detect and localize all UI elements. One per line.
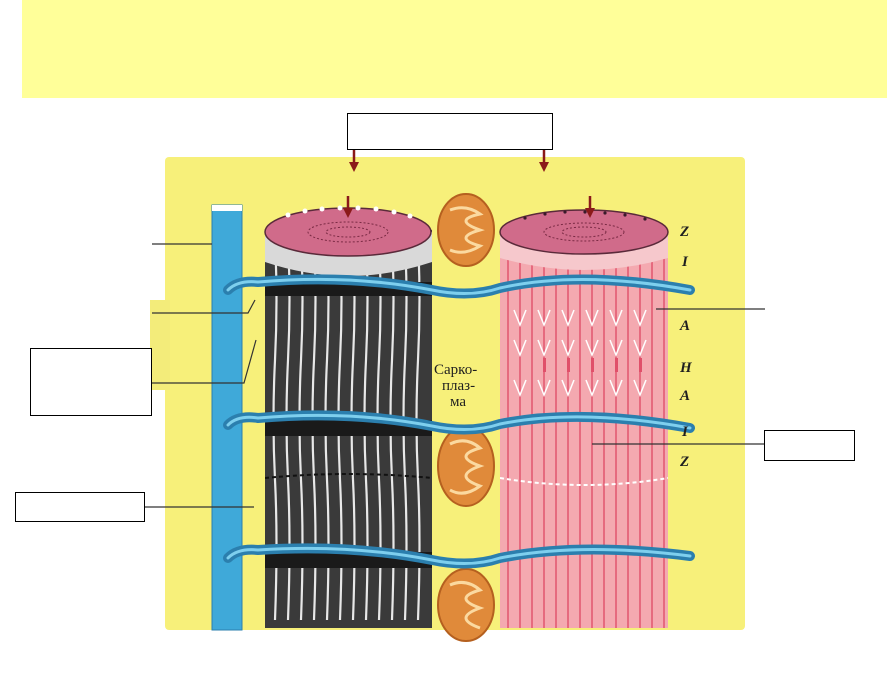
arrow-cap-right <box>585 196 595 218</box>
leader-lines <box>145 243 765 508</box>
myofibril-right <box>500 230 668 628</box>
label-box-left-middle[interactable] <box>30 348 152 416</box>
leader-middle-box <box>152 339 257 384</box>
arrow-top-right <box>539 150 549 172</box>
leader-reticulum-left <box>152 299 256 314</box>
label-box-left-bottom[interactable] <box>15 492 145 522</box>
band-label-a-top: A <box>679 318 690 334</box>
mitochondrion-bottom <box>437 568 495 642</box>
band-label-z-top: Z <box>679 224 689 240</box>
myofibril-left-cap <box>264 205 432 276</box>
band-letters: Z I A H A I Z <box>679 224 693 470</box>
title-banner <box>22 0 887 98</box>
label-box-top[interactable] <box>347 113 553 150</box>
arrows <box>343 150 595 218</box>
band-label-h: H <box>679 360 693 376</box>
band-label-a-bottom: A <box>679 388 690 404</box>
band-label-i-top: I <box>681 254 689 270</box>
sarcoplasm-label: Сарко- плаз- ма <box>434 362 477 410</box>
band-label-z-bottom: Z <box>679 454 689 470</box>
arrow-cap-left <box>343 196 353 218</box>
svg-text:Сарко-: Сарко- <box>434 362 477 378</box>
arrow-top-left <box>349 150 359 172</box>
reticulum-band-1 <box>223 274 695 299</box>
mitochondrion-top <box>437 193 495 267</box>
label-box-right[interactable] <box>764 430 855 461</box>
reticulum-band-2 <box>223 410 695 435</box>
band-label-i-bottom: I <box>681 424 689 440</box>
svg-text:ма: ма <box>450 394 466 410</box>
myofibril-right-cap <box>499 209 669 270</box>
reticulum-band-3 <box>223 543 695 569</box>
svg-text:плаз-: плаз- <box>442 378 475 394</box>
mitochondrion-middle <box>437 425 495 507</box>
